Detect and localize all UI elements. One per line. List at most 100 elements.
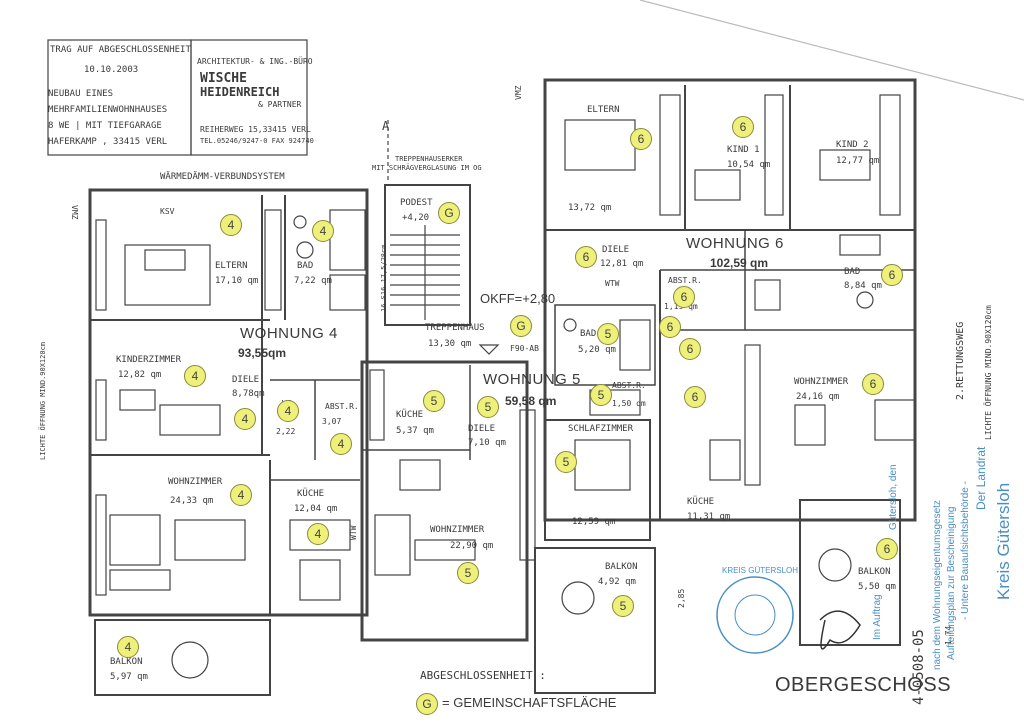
room-diele6-area: 12,81 qm: [600, 259, 644, 269]
room-kind1-area: 10,54 qm: [727, 160, 771, 170]
room-kueche6-area: 11,31 qm: [687, 512, 731, 522]
common-badge-g: G: [438, 202, 460, 224]
room-bad6-area: 8,84 qm: [844, 281, 882, 291]
room-diele6-name: DIELE: [602, 245, 630, 255]
stamp-aufteilung: Aufteilungsplan zur Bescheinigung: [946, 506, 957, 660]
unit-badge-5: 5: [555, 451, 577, 473]
room-schlaf5-name: SCHLAFZIMMER: [568, 424, 634, 434]
room-wc4-area: 2,22: [276, 427, 296, 436]
room-balkon5-name: BALKON: [605, 562, 638, 572]
unit-badge-6: 6: [881, 264, 903, 286]
unit-badge-6: 6: [876, 538, 898, 560]
architect-name2: HEIDENREICH: [200, 85, 280, 99]
rettungsweg-label: 2.RETTUNGSWEG: [955, 321, 966, 400]
unit-badge-6: 6: [673, 286, 695, 308]
room-kind2-area: 12,77 qm: [836, 156, 880, 166]
unit-badge-6: 6: [732, 116, 754, 138]
wohnung-5-area: 59,58 qm: [505, 394, 557, 408]
legend-text: = GEMEINSCHAFTSFLÄCHE: [442, 695, 617, 710]
unit-badge-5: 5: [457, 562, 479, 584]
title-line3: NEUBAU EINES: [48, 89, 114, 99]
architect-address: REIHERWEG 15,33415 VERL: [200, 125, 311, 134]
unit-badge-4: 4: [184, 365, 206, 387]
unit-badge-6: 6: [679, 338, 701, 360]
title-line1: TRAG AUF ABGESCHLOSSENHEIT: [50, 45, 191, 55]
room-podest-name: PODEST: [400, 198, 433, 208]
room-kind1-name: KIND 1: [727, 145, 760, 155]
waermedamm-label: WÄRMEDÄMM-VERBUNDSYSTEM: [160, 172, 285, 182]
unit-badge-4: 4: [277, 400, 299, 422]
unit-badge-5: 5: [590, 384, 612, 406]
room-abstr4-name: ABST.R.: [325, 402, 359, 411]
room-kueche5-area: 5,37 qm: [396, 426, 434, 436]
obergeschoss-label: OBERGESCHOSS: [775, 674, 952, 696]
room-schlaf5-area: 12,59 qm: [572, 517, 616, 527]
room-wohn4-name: WOHNZIMMER: [168, 477, 223, 487]
title-line5: 8 WE | MIT TIEFGARAGE: [48, 121, 162, 131]
unit-badge-6: 6: [684, 386, 706, 408]
room-diele5-name: DIELE: [468, 424, 496, 434]
okff-label: OKFF=+2,80: [480, 291, 556, 306]
unit-badge-4: 4: [117, 636, 139, 658]
treppenhauserker-label: TREPPENHAUSERKER: [395, 155, 463, 163]
room-wohn5-name: WOHNZIMMER: [430, 525, 485, 535]
stair-label: 16 S16 17,5/28cm: [380, 244, 388, 312]
room-balkon4-area: 5,97 qm: [110, 672, 148, 682]
wohnung-4-area: 93,55qm: [238, 346, 287, 360]
legend-g-badge: G: [416, 693, 438, 715]
room-bad4-area: 7,22 qm: [294, 276, 332, 286]
architect-partner: & PARTNER: [258, 100, 302, 109]
room-abstr5-area: 1,50 qm: [612, 399, 646, 408]
room-eltern6-name: ELTERN: [587, 105, 620, 115]
stamp-im-auftrag: Im Auftrag: [872, 594, 883, 640]
room-podest-area: +4,20: [402, 213, 430, 223]
stamp-seal-text: KREIS GÜTERSLOH: [722, 566, 799, 575]
unit-badge-6: 6: [630, 128, 652, 150]
unit-badge-6: 6: [575, 246, 597, 268]
wtw-label-2: WTW: [349, 525, 358, 540]
room-kueche4-name: KÜCHE: [297, 489, 325, 499]
room-diele4-area: 8,78qm: [232, 389, 265, 399]
ksv-label: KSV: [160, 207, 175, 216]
wtw-label-1: WTW: [605, 279, 620, 288]
room-kueche6-name: KÜCHE: [687, 497, 715, 507]
title-date: 10.10.2003: [84, 65, 139, 75]
architect-phone: TEL.05246/9247-0 FAX 924740: [200, 137, 314, 145]
room-balkon4-name: BALKON: [110, 657, 143, 667]
stamp-kreis: Kreis Gütersloh: [994, 482, 1013, 600]
unit-badge-4: 4: [312, 220, 334, 242]
stamp-number: 4-0508-05: [911, 629, 927, 705]
room-abstr5-name: ABST.R.: [612, 381, 646, 390]
unit-badge-5: 5: [423, 390, 445, 412]
room-bad5-name: BAD: [580, 329, 597, 339]
unit-badge-6: 6: [862, 373, 884, 395]
f90-label: F90-AB: [510, 344, 539, 353]
room-balkon6-name: BALKON: [858, 567, 891, 577]
dim-label-1: 2,85: [677, 588, 686, 608]
unit-badge-5: 5: [597, 323, 619, 345]
title-line6: HAFERKAMP , 33415 VERL: [48, 137, 168, 147]
room-kinder4-area: 12,82 qm: [118, 370, 162, 380]
room-eltern6-area: 13,72 qm: [568, 203, 612, 213]
unit-badge-5: 5: [477, 396, 499, 418]
room-bad4-name: BAD: [297, 261, 314, 271]
room-wohn4-area: 24,33 qm: [170, 496, 214, 506]
architect-name1: WISCHE: [200, 71, 247, 86]
lichte-oeffnung-left-label: LICHTE ÖFFNUNG MIND.90X120cm: [39, 341, 47, 460]
room-wohn5-area: 22,90 qm: [450, 541, 494, 551]
vmz-left-label: VMZ: [70, 205, 79, 220]
vmz-top-label: VMZ: [514, 85, 523, 100]
architect-line1: ARCHITEKTUR- & ING.-BÜRO: [197, 57, 313, 66]
room-diele4-name: DIELE: [232, 375, 260, 385]
common-badge-g: G: [510, 315, 532, 337]
stamp-guetersloh: Gütersloh, den: [888, 464, 899, 530]
room-eltern4-name: ELTERN: [215, 261, 248, 271]
room-kueche5-name: KÜCHE: [396, 410, 424, 420]
room-abstr4-area: 3,07: [322, 417, 342, 426]
abgeschlossenheit-label: ABGESCHLOSSENHEIT :: [420, 669, 546, 682]
stamp-landrat: Der Landrat: [974, 446, 988, 510]
room-kind2-name: KIND 2: [836, 140, 869, 150]
room-wohn6-name: WOHNZIMMER: [794, 377, 849, 387]
room-diele5-area: 7,10 qm: [468, 438, 506, 448]
